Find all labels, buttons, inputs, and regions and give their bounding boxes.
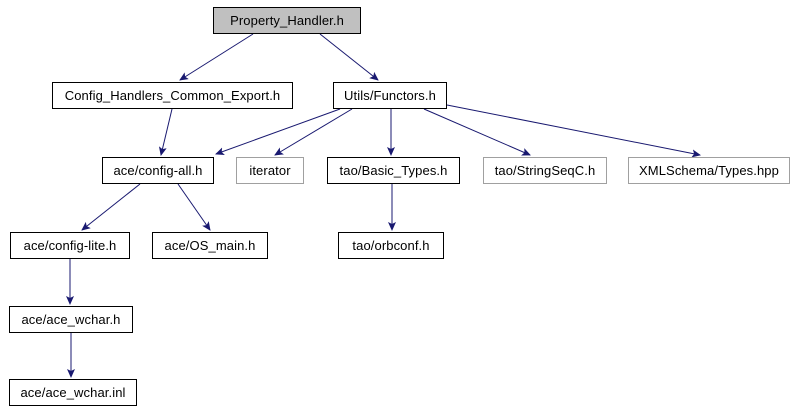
edge-utils_functors-to-iterator <box>274 108 353 156</box>
node-label: ace/OS_main.h <box>164 238 256 253</box>
edge-utils_functors-to-tao_stringseqc <box>423 108 531 156</box>
node-label: iterator <box>249 163 291 178</box>
edge-config_handlers_common_export-to-ace_config_all <box>158 108 173 156</box>
edge-utils_functors-to-xmlschema_types <box>446 104 701 158</box>
node-label: ace/config-lite.h <box>23 238 117 253</box>
node-ace_config_all[interactable]: ace/config-all.h <box>102 157 214 184</box>
node-ace_ace_wchar_h[interactable]: ace/ace_wchar.h <box>9 306 133 333</box>
node-label: XMLSchema/Types.hpp <box>639 163 779 178</box>
node-utils_functors[interactable]: Utils/Functors.h <box>333 82 447 109</box>
edge-property_handler-to-config_handlers_common_export <box>179 33 254 81</box>
node-ace_config_lite[interactable]: ace/config-lite.h <box>10 232 130 259</box>
node-label: tao/StringSeqC.h <box>494 163 596 178</box>
edge-ace_config_all-to-ace_config_lite <box>81 183 141 231</box>
edge-ace_config_all-to-ace_os_main <box>177 183 211 231</box>
node-label: ace/config-all.h <box>113 163 203 178</box>
node-xmlschema_types[interactable]: XMLSchema/Types.hpp <box>628 157 790 184</box>
edge-property_handler-to-utils_functors <box>319 33 379 81</box>
node-label: tao/orbconf.h <box>352 238 430 253</box>
node-label: Config_Handlers_Common_Export.h <box>64 88 281 103</box>
node-label: ace/ace_wchar.h <box>21 312 121 327</box>
node-tao_orbconf[interactable]: tao/orbconf.h <box>338 232 444 259</box>
node-property_handler[interactable]: Property_Handler.h <box>213 7 361 34</box>
node-iterator[interactable]: iterator <box>236 157 304 184</box>
node-label: Utils/Functors.h <box>344 88 436 103</box>
node-tao_stringseqc[interactable]: tao/StringSeqC.h <box>483 157 607 184</box>
edge-utils_functors-to-ace_config_all <box>215 108 341 156</box>
node-label: Property_Handler.h <box>230 13 344 28</box>
node-label: ace/ace_wchar.inl <box>20 385 126 400</box>
node-ace_os_main[interactable]: ace/OS_main.h <box>152 232 268 259</box>
node-config_handlers_common_export[interactable]: Config_Handlers_Common_Export.h <box>52 82 293 109</box>
node-ace_ace_wchar_inl[interactable]: ace/ace_wchar.inl <box>9 379 137 406</box>
node-tao_basic_types[interactable]: tao/Basic_Types.h <box>327 157 460 184</box>
node-label: tao/Basic_Types.h <box>339 163 448 178</box>
